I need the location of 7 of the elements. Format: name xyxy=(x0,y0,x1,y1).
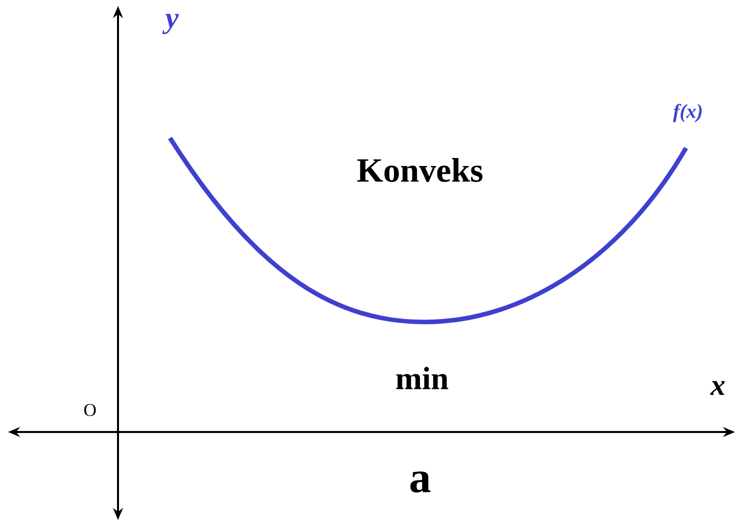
curve-label: f(x) xyxy=(673,104,702,122)
panel-label: a xyxy=(410,471,430,493)
region-label: Konveks xyxy=(357,158,482,182)
axis-label: y xyxy=(162,14,179,34)
minimum-label: min xyxy=(396,366,448,390)
axis-label: x xyxy=(710,381,725,395)
origin-label: O xyxy=(84,404,96,416)
